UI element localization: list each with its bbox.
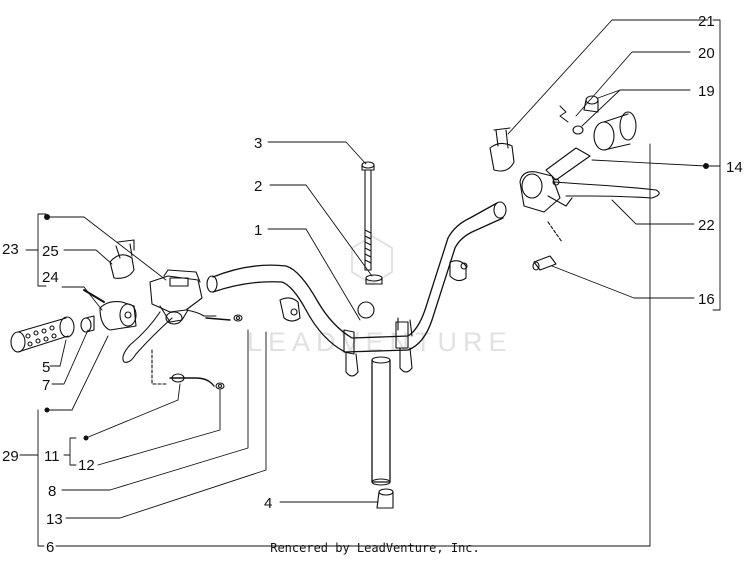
footer-credit: Rencered by LeadVenture, Inc.	[270, 541, 480, 555]
callout-25: 25	[42, 243, 59, 260]
screw-and-spring	[559, 95, 599, 135]
callout-11: 11	[44, 448, 60, 465]
bolt	[361, 161, 375, 271]
callout-19: 19	[698, 83, 715, 100]
watermark-text: LEADVENTURE	[247, 327, 513, 357]
callout-14: 14	[726, 159, 743, 176]
left-grip	[10, 316, 75, 353]
callout-3: 3	[254, 135, 262, 152]
left-clamp	[109, 239, 135, 279]
handlebar	[206, 201, 507, 377]
watermark-logo	[351, 235, 393, 285]
brake-master-cylinder	[149, 269, 217, 325]
callout-4: 4	[264, 495, 272, 512]
left-brake-lever	[122, 311, 173, 363]
callout-6: 6	[46, 539, 54, 556]
callout-5: 5	[42, 359, 50, 376]
callout-7: 7	[42, 377, 50, 394]
callout-16: 16	[698, 291, 715, 308]
right-brake-lever-assembly	[519, 171, 660, 213]
callout-24: 24	[42, 269, 59, 286]
leader-lines	[19, 19, 721, 547]
nut	[365, 274, 383, 285]
stop-switch	[532, 221, 563, 271]
callout-21: 21	[698, 13, 715, 30]
left-switch-housing	[83, 289, 137, 331]
callout-29: 29	[2, 448, 19, 465]
brake-hose-fitting	[151, 314, 243, 390]
callout-23: 23	[2, 241, 19, 258]
callout-13: 13	[46, 511, 63, 528]
callout-12: 12	[78, 457, 95, 474]
counterweight	[80, 315, 95, 333]
callout-20: 20	[698, 45, 715, 62]
callout-2: 2	[254, 178, 262, 195]
callout-8: 8	[48, 483, 56, 500]
throttle-grip	[545, 111, 637, 181]
callout-labels: 21 20 19 14 22 16 3 2 1 4 23 25 24 5 7 2…	[2, 13, 743, 556]
callout-1: 1	[254, 222, 262, 239]
callout-22: 22	[698, 217, 715, 234]
right-clamp	[489, 127, 515, 172]
steering-tube	[371, 356, 391, 486]
end-plug	[376, 488, 394, 509]
